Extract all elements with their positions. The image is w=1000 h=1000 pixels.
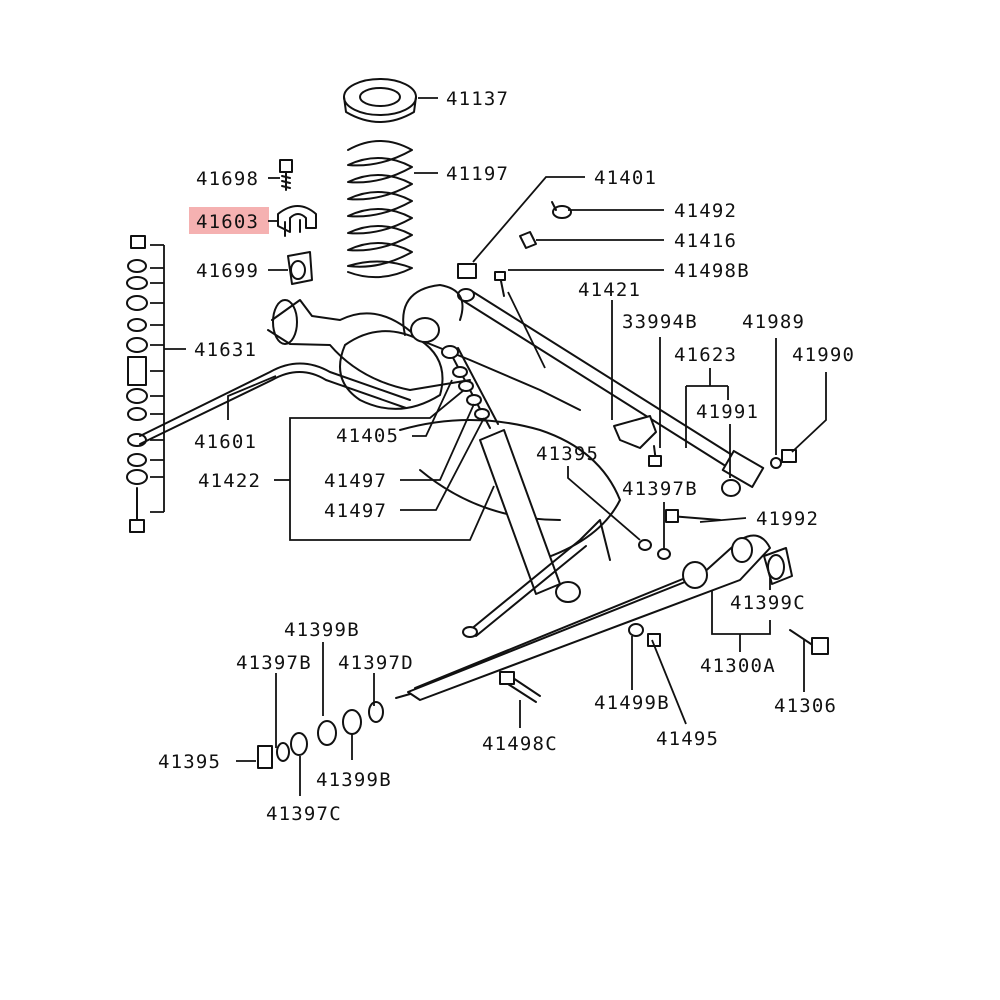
label-33994B[interactable]: 33994B — [622, 311, 698, 333]
lower-arm — [407, 534, 793, 701]
label-41405[interactable]: 41405 — [336, 425, 399, 447]
label-41992[interactable]: 41992 — [756, 508, 819, 530]
shock-absorber — [441, 345, 581, 603]
stabilizer-bushing — [287, 251, 313, 285]
stabilizer-bar — [139, 362, 411, 445]
spring-seat — [343, 78, 417, 123]
label-41497-lower[interactable]: 41497 — [324, 500, 387, 522]
bump-stopper — [402, 263, 477, 343]
label-41495[interactable]: 41495 — [656, 728, 719, 750]
label-41623[interactable]: 41623 — [674, 344, 737, 366]
label-41631[interactable]: 41631 — [194, 339, 257, 361]
label-41989[interactable]: 41989 — [742, 311, 805, 333]
label-41497-upper[interactable]: 41497 — [324, 470, 387, 492]
label-41399B-bottom[interactable]: 41399B — [316, 769, 392, 791]
leader-lines — [150, 97, 827, 796]
part-labels: 41137 41197 41698 41603 41699 41401 4149… — [158, 88, 855, 825]
label-41397D[interactable]: 41397D — [338, 652, 414, 674]
label-41990[interactable]: 41990 — [792, 344, 855, 366]
label-41197[interactable]: 41197 — [446, 163, 509, 185]
label-41399B-top[interactable]: 41399B — [284, 619, 360, 641]
coil-spring — [347, 140, 413, 279]
label-41395-lower[interactable]: 41395 — [158, 751, 221, 773]
label-41306[interactable]: 41306 — [774, 695, 837, 717]
small-hardware — [494, 201, 572, 297]
label-41300A[interactable]: 41300A — [700, 655, 776, 677]
bracket-33994b — [613, 415, 662, 467]
label-41698[interactable]: 41698 — [196, 168, 259, 190]
label-41416[interactable]: 41416 — [674, 230, 737, 252]
lateral-rod — [457, 288, 765, 489]
label-41421[interactable]: 41421 — [578, 279, 641, 301]
label-41397B-right[interactable]: 41397B — [622, 478, 698, 500]
trailing-link — [462, 519, 611, 638]
label-41399C[interactable]: 41399C — [730, 592, 806, 614]
label-41699[interactable]: 41699 — [196, 260, 259, 282]
bolt-41698 — [279, 159, 293, 191]
label-41397B-left[interactable]: 41397B — [236, 652, 312, 674]
label-41603[interactable]: 41603 — [196, 211, 259, 233]
label-41401[interactable]: 41401 — [594, 167, 657, 189]
label-41498B[interactable]: 41498B — [674, 260, 750, 282]
label-41498C[interactable]: 41498C — [482, 733, 558, 755]
label-41397C[interactable]: 41397C — [266, 803, 342, 825]
stabilizer-link-kit — [126, 235, 148, 533]
label-41499B[interactable]: 41499B — [594, 692, 670, 714]
lateral-rod-bushings — [721, 449, 797, 497]
label-41991[interactable]: 41991 — [696, 401, 759, 423]
label-41137[interactable]: 41137 — [446, 88, 509, 110]
label-41422[interactable]: 41422 — [198, 470, 261, 492]
stabilizer-bracket — [277, 205, 317, 237]
lower-hardware — [257, 509, 829, 769]
label-41492[interactable]: 41492 — [674, 200, 737, 222]
selected-part-highlight — [189, 207, 269, 234]
axle-housing — [267, 299, 621, 561]
label-41395-upper[interactable]: 41395 — [536, 443, 599, 465]
label-41601[interactable]: 41601 — [194, 431, 257, 453]
